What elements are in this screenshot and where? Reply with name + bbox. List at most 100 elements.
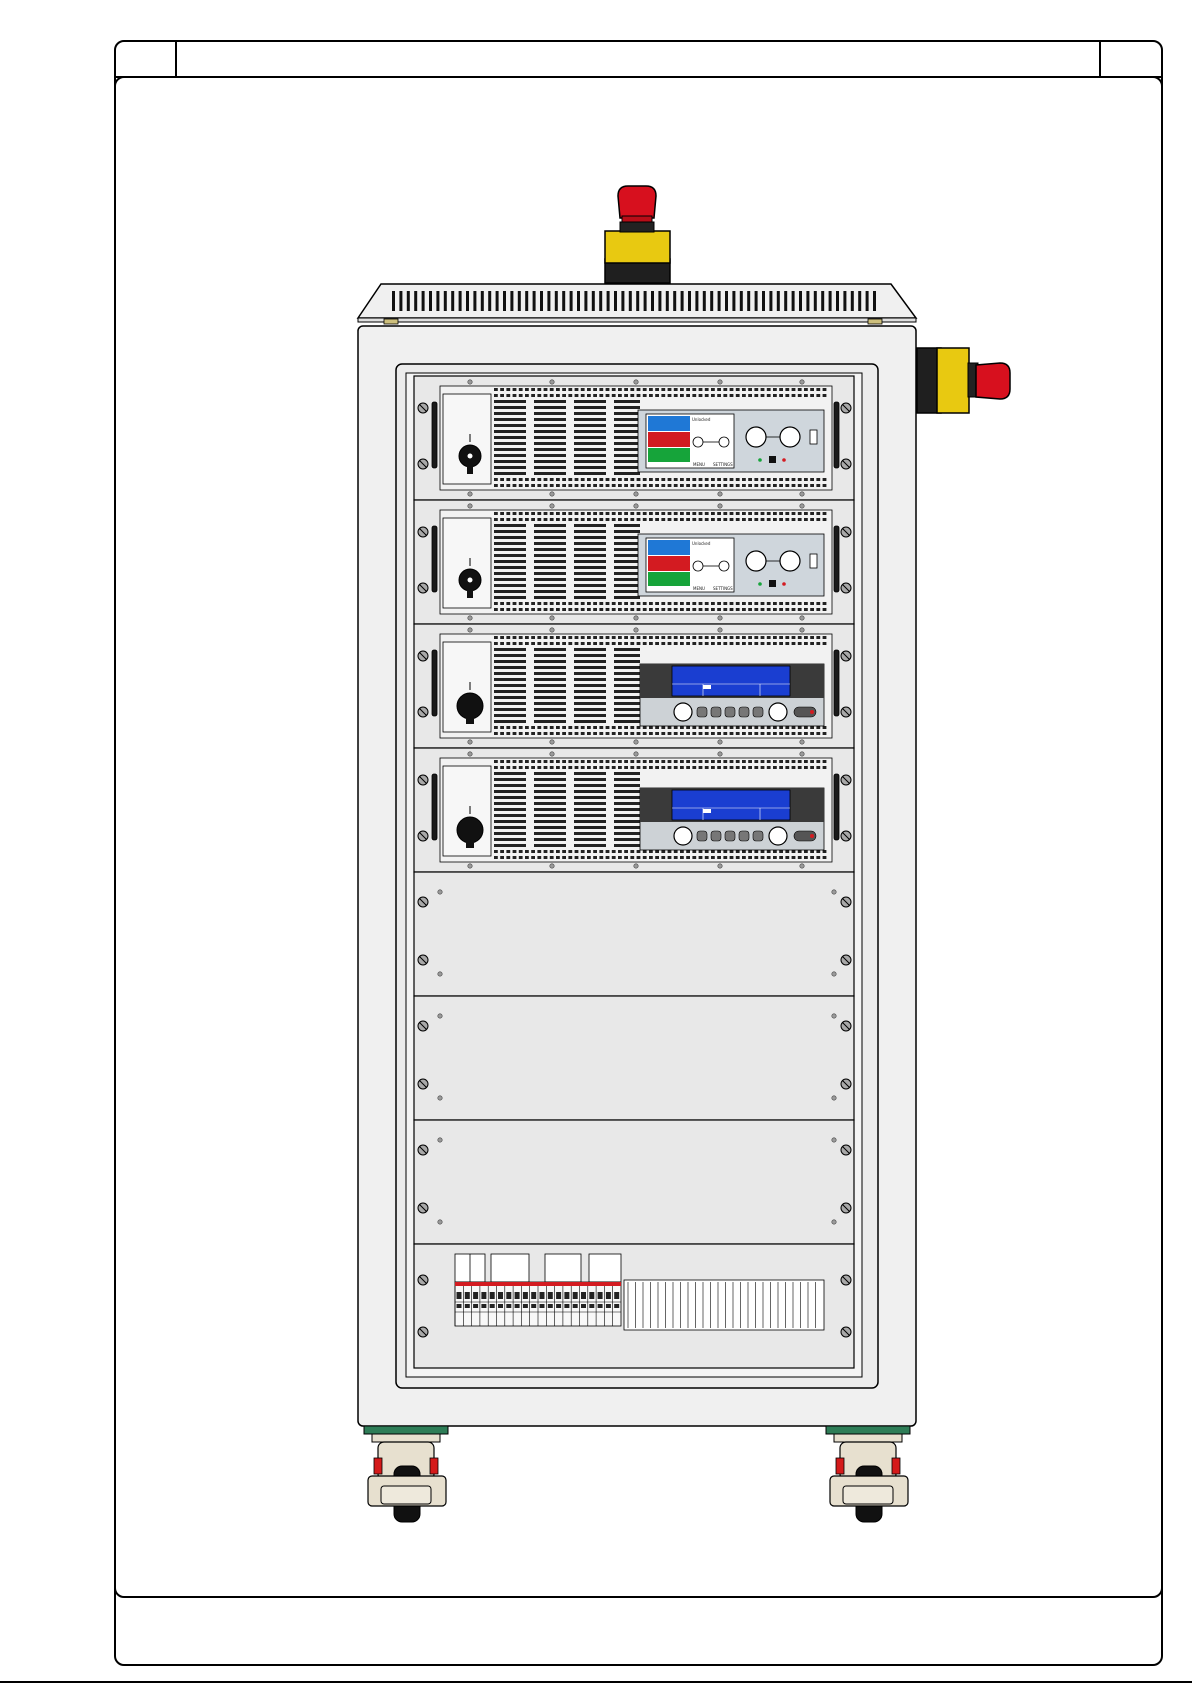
- vent-slot: [599, 608, 603, 611]
- switch-center: [468, 578, 473, 583]
- vent-slot: [574, 666, 606, 669]
- vent-slot: [574, 400, 606, 403]
- vent-slot: [823, 642, 827, 645]
- vent-slot: [506, 608, 510, 611]
- vent-slot: [711, 484, 715, 487]
- output-button: [769, 580, 776, 587]
- vent-slot: [525, 394, 529, 397]
- vent-slot: [494, 518, 498, 521]
- vent-slot: [810, 478, 814, 481]
- vent-slot: [767, 518, 771, 521]
- vent-slot: [810, 760, 814, 763]
- vent-slot: [534, 654, 566, 657]
- roof-vent-slot: [740, 291, 743, 311]
- vent-slot: [568, 856, 572, 859]
- roof-vent-slot: [466, 291, 469, 311]
- vent-slot: [537, 760, 541, 763]
- vent-slot: [668, 856, 672, 859]
- mount-dot: [634, 864, 638, 868]
- vent-slot: [630, 760, 634, 763]
- vent-slot: [711, 850, 715, 853]
- panel-button: [697, 707, 707, 717]
- vent-slot: [643, 732, 647, 735]
- vent-slot: [606, 484, 610, 487]
- vent-slot: [574, 524, 606, 527]
- vent-slot: [754, 636, 758, 639]
- vent-slot: [785, 636, 789, 639]
- roof-vent-slot: [829, 291, 832, 311]
- vent-slot: [587, 642, 591, 645]
- vent-slot: [637, 636, 641, 639]
- vent-slot: [754, 518, 758, 521]
- vent-slot: [823, 760, 827, 763]
- vent-slot: [575, 602, 579, 605]
- vent-slot: [792, 732, 796, 735]
- roof-vent-slot: [681, 291, 684, 311]
- vent-slot: [544, 394, 548, 397]
- vent-slot: [643, 766, 647, 769]
- vent-slot: [748, 518, 752, 521]
- led-green: [758, 582, 762, 586]
- vent-slot: [804, 388, 808, 391]
- vent-slot: [537, 602, 541, 605]
- vent-slot: [686, 602, 690, 605]
- roof-vent-slot: [451, 291, 454, 311]
- vent-slot: [568, 766, 572, 769]
- mount-dot: [468, 492, 472, 496]
- vent-slot: [525, 512, 529, 515]
- vent-slot: [575, 518, 579, 521]
- touch-tile-voltage: [648, 416, 690, 431]
- vent-slot: [736, 760, 740, 763]
- vent-slot: [674, 766, 678, 769]
- breaker-toggle: [498, 1292, 503, 1299]
- vent-slot: [556, 484, 560, 487]
- vent-slot: [674, 518, 678, 521]
- vent-slot: [534, 790, 566, 793]
- vent-slot: [767, 608, 771, 611]
- breaker-toggle: [556, 1292, 561, 1299]
- vent-slot: [574, 802, 606, 805]
- vent-slot: [506, 388, 510, 391]
- vent-slot: [534, 542, 566, 545]
- vent-slot: [525, 602, 529, 605]
- vent-slot: [525, 608, 529, 611]
- vent-slot: [534, 708, 566, 711]
- breaker-red-strip: [455, 1282, 621, 1286]
- mount-dot: [800, 864, 804, 868]
- vent-slot: [534, 548, 566, 551]
- mount-dot: [438, 890, 442, 894]
- vent-slot: [792, 608, 796, 611]
- vent-slot: [614, 590, 640, 593]
- vent-slot: [785, 484, 789, 487]
- vent-slot: [816, 636, 820, 639]
- vent-slot: [655, 602, 659, 605]
- vent-slot: [773, 732, 777, 735]
- vent-slot: [494, 760, 498, 763]
- vent-slot: [723, 484, 727, 487]
- vent-slot: [494, 412, 526, 415]
- voltage-knob: [746, 427, 766, 447]
- vent-slot: [699, 602, 703, 605]
- vent-slot: [699, 766, 703, 769]
- vent-slot: [705, 766, 709, 769]
- roof-vent-slot: [621, 291, 624, 311]
- vent-slot: [823, 850, 827, 853]
- breaker-toggle: [606, 1304, 611, 1308]
- vent-slot: [494, 820, 526, 823]
- vent-slot: [562, 850, 566, 853]
- vent-slot: [823, 388, 827, 391]
- vent-slot: [730, 636, 734, 639]
- vent-slot: [630, 636, 634, 639]
- vent-slot: [736, 726, 740, 729]
- vent-slot: [581, 856, 585, 859]
- vent-slot: [519, 726, 523, 729]
- vent-slot: [562, 732, 566, 735]
- vent-slot: [730, 732, 734, 735]
- vent-slot: [494, 566, 526, 569]
- vent-slot: [612, 856, 616, 859]
- vent-slot: [717, 388, 721, 391]
- vent-slot: [643, 478, 647, 481]
- vent-slot: [692, 732, 696, 735]
- vent-slot: [556, 388, 560, 391]
- vent-slot: [575, 484, 579, 487]
